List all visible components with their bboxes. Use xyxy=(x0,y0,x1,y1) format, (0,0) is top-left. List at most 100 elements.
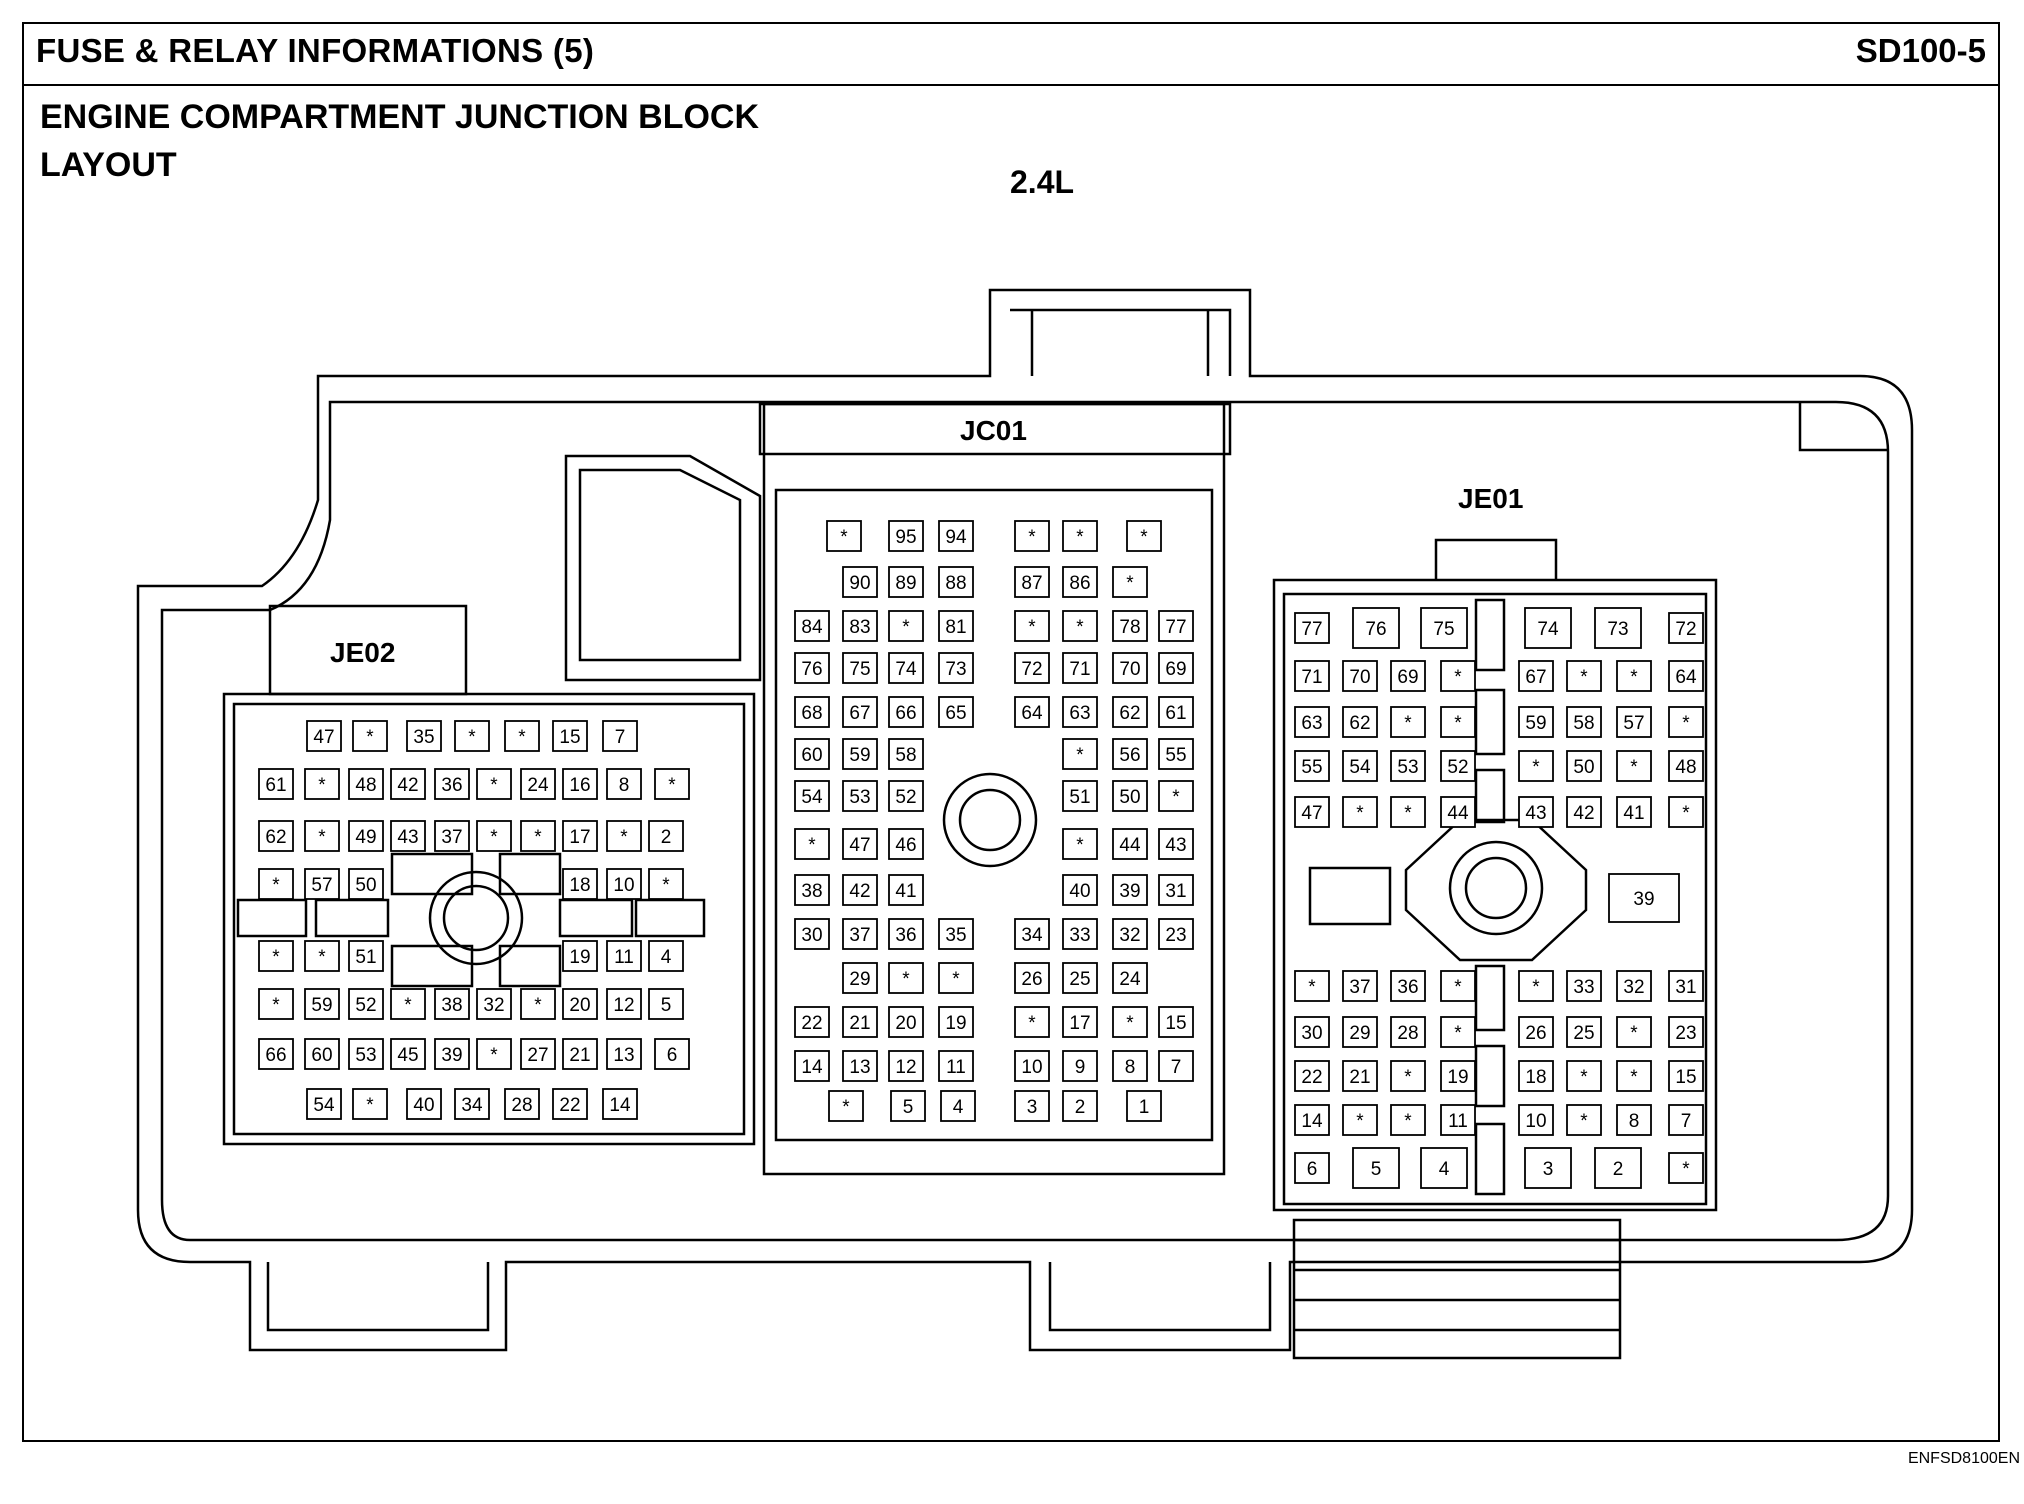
je01-pin-cell: 47 xyxy=(1294,796,1330,828)
je02-pin-box xyxy=(562,868,598,900)
je02-pin-box xyxy=(606,988,642,1020)
je02-pin-box xyxy=(606,820,642,852)
je01-pin-label: 22 xyxy=(1301,1067,1322,1088)
je01-pin-label: 58 xyxy=(1573,713,1594,734)
jc01-pin-cell: 89 xyxy=(888,566,924,598)
je02-pin-label: 24 xyxy=(527,775,549,796)
je01-pin-label: * xyxy=(1580,1111,1588,1132)
je01-pin-box xyxy=(1518,796,1554,828)
je02-pin-cell: 34 xyxy=(454,1088,490,1120)
jc01-pin-box xyxy=(1014,652,1050,684)
jc01-pin-cell: 39 xyxy=(1112,874,1148,906)
je02-pin-cell: 36 xyxy=(434,768,470,800)
je01-pin-cell: * xyxy=(1440,660,1476,692)
jc01-pin-label: 24 xyxy=(1119,969,1141,990)
jc01-pin-label: 3 xyxy=(1027,1097,1038,1118)
je01-pin-box xyxy=(1518,1016,1554,1048)
je01-pin-box xyxy=(1390,660,1426,692)
je01-pin-label: 4 xyxy=(1439,1159,1450,1180)
je02-pin-label: 42 xyxy=(397,775,418,796)
jc01-pin-box xyxy=(938,962,974,994)
jc01-pin-label: * xyxy=(1076,617,1084,638)
je02-pin-box xyxy=(348,1038,384,1070)
je02-pin-label: 45 xyxy=(397,1045,418,1066)
je02-pin-cell: 17 xyxy=(562,820,598,852)
je01-pin-box xyxy=(1668,796,1704,828)
je02-pin-label: 43 xyxy=(397,827,418,848)
je02-pin-cell: 28 xyxy=(504,1088,540,1120)
je01-pin-label: 59 xyxy=(1525,713,1546,734)
je01-pin-box xyxy=(1294,1060,1330,1092)
jc01-pin-box xyxy=(794,1050,830,1082)
diagram-frame xyxy=(22,22,2000,1442)
je01-pin-label: 75 xyxy=(1433,619,1454,640)
je01-pin-box xyxy=(1668,660,1704,692)
jc01-pin-box xyxy=(1062,610,1098,642)
je01-pin-cell: 73 xyxy=(1594,607,1642,649)
je02-pin-label: 13 xyxy=(613,1045,634,1066)
jc01-pin-box xyxy=(1112,1006,1148,1038)
housing-outline xyxy=(136,288,1914,1360)
jc01-pin-box xyxy=(938,1050,974,1082)
jc01-pin-cell: 25 xyxy=(1062,962,1098,994)
je01-pin-cell: * xyxy=(1518,750,1554,782)
jc01-pin-box xyxy=(1158,1050,1194,1082)
je02-pin-label: * xyxy=(366,727,374,748)
je02-pin-label: 39 xyxy=(441,1045,462,1066)
jc01-pin-cell: 1 xyxy=(1126,1090,1162,1122)
jc01-pin-box xyxy=(842,738,878,770)
je01-pin-box xyxy=(1440,970,1476,1002)
je01-pin-cell: * xyxy=(1294,970,1330,1002)
jc01-pin-box xyxy=(794,918,830,950)
je01-pin-label: * xyxy=(1454,977,1462,998)
je01-pin-cell: 70 xyxy=(1342,660,1378,692)
je02-pin-box xyxy=(258,768,294,800)
je01-pin-label: * xyxy=(1308,977,1316,998)
je01-pin-box xyxy=(1518,1060,1554,1092)
jc01-pin-cell: 70 xyxy=(1112,652,1148,684)
jc01-pin-cell: 21 xyxy=(842,1006,878,1038)
jc01-pin-label: 40 xyxy=(1069,881,1090,902)
je02-pin-label: 52 xyxy=(355,995,376,1016)
je01-pin-box xyxy=(1518,750,1554,782)
je01-pin-cell: 21 xyxy=(1342,1060,1378,1092)
jc01-pin-cell: 38 xyxy=(794,874,830,906)
jc01-pin-box xyxy=(1112,828,1148,860)
je01-pin-label: * xyxy=(1532,977,1540,998)
je01-pin-label: * xyxy=(1580,667,1588,688)
je01-pin-box xyxy=(1616,1060,1652,1092)
je01-pin-box xyxy=(1420,607,1468,649)
je02-pin-box xyxy=(504,1088,540,1120)
je01-pin-cell: 11 xyxy=(1440,1104,1476,1136)
je01-pin-label: 72 xyxy=(1675,619,1696,640)
je02-pin-cell: 40 xyxy=(406,1088,442,1120)
je02-pin-label: * xyxy=(318,775,326,796)
je01-pin-box xyxy=(1420,1147,1468,1189)
jc01-pin-box xyxy=(888,918,924,950)
je02-pin-box xyxy=(390,1038,426,1070)
je02-pin-box xyxy=(562,768,598,800)
je01-pin-cell: 4 xyxy=(1420,1147,1468,1189)
je02-pin-box xyxy=(454,1088,490,1120)
je02-pin-cell: 59 xyxy=(304,988,340,1020)
je01-pin-cell: 36 xyxy=(1390,970,1426,1002)
je02-pin-box xyxy=(562,940,598,972)
je02-pin-cell: 47 xyxy=(306,720,342,752)
je02-pin-box xyxy=(304,868,340,900)
jc01-pin-box xyxy=(1014,520,1050,552)
jc01-pin-label: * xyxy=(1076,745,1084,766)
jc01-pin-box xyxy=(1014,1090,1050,1122)
je01-pin-cell: 2 xyxy=(1594,1147,1642,1189)
je02-pin-box xyxy=(648,988,684,1020)
jc01-pin-box xyxy=(1014,918,1050,950)
jc01-pin-label: 56 xyxy=(1119,745,1140,766)
je01-pin-cell: * xyxy=(1518,970,1554,1002)
je01-pin-label: 63 xyxy=(1301,713,1322,734)
je01-pin-cell: 69 xyxy=(1390,660,1426,692)
je01-pin-label: 39 xyxy=(1633,889,1654,910)
je02-pin-cell: 2 xyxy=(648,820,684,852)
jc01-pin-label: * xyxy=(1126,573,1134,594)
je01-pin-cell: 29 xyxy=(1342,1016,1378,1048)
